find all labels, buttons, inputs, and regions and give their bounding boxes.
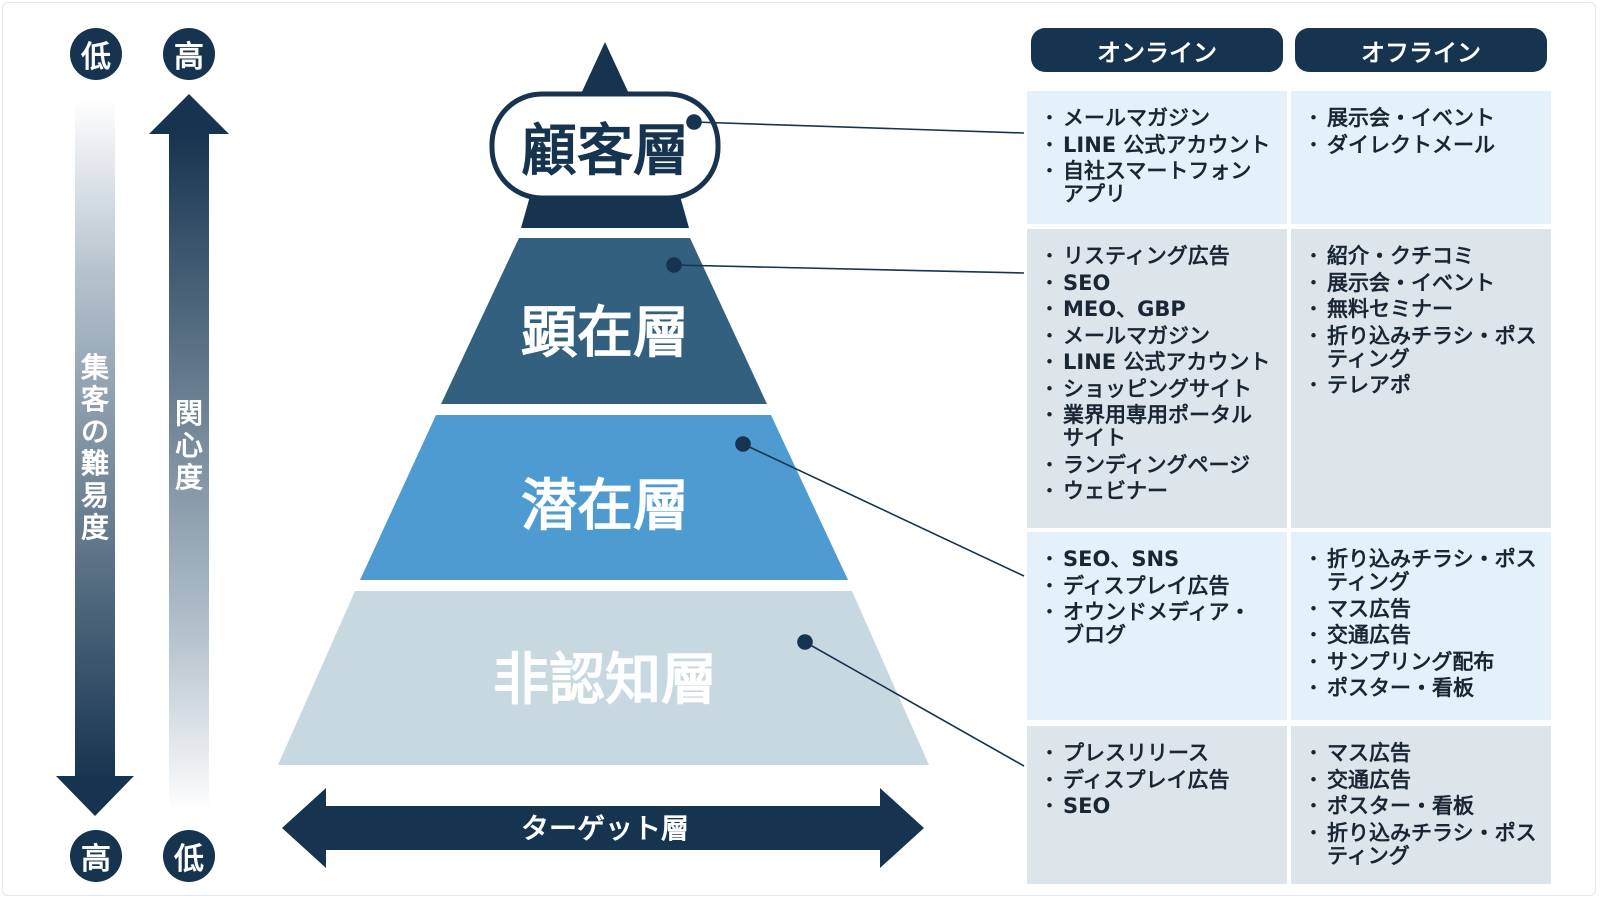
tier-label: 潜在層 bbox=[521, 474, 689, 539]
pyramid bbox=[278, 42, 929, 765]
channel-item: MEO、GBP bbox=[1039, 298, 1275, 322]
interest-top-badge: 高 bbox=[163, 28, 215, 80]
difficulty-top-badge: 低 bbox=[70, 28, 122, 80]
channel-cell-online: SEO、SNSディスプレイ広告オウンドメディア・ ブログ bbox=[1027, 532, 1287, 720]
channel-item: 紹介・クチコミ bbox=[1303, 245, 1539, 269]
channel-item: SEO、SNS bbox=[1039, 548, 1275, 572]
column-header-offline: オフライン bbox=[1295, 28, 1547, 72]
channel-item: 無料セミナー bbox=[1303, 298, 1539, 322]
channel-item: オウンドメディア・ ブログ bbox=[1039, 601, 1275, 647]
tier-customer-pill bbox=[489, 91, 721, 201]
channel-cell-offline: 折り込みチラシ・ポス ティングマス広告交通広告サンプリング配布ポスター・看板 bbox=[1291, 532, 1551, 720]
channel-item: LINE 公式アカウント bbox=[1039, 351, 1275, 375]
tier-label: 顕在層 bbox=[521, 301, 689, 366]
tier-customer-shape bbox=[521, 196, 689, 228]
channel-item: ダイレクトメール bbox=[1303, 133, 1539, 157]
channel-item: ディスプレイ広告 bbox=[1039, 574, 1275, 598]
channel-item: ポスター・看板 bbox=[1303, 677, 1539, 701]
channel-item: 折り込みチラシ・ポス ティング bbox=[1303, 821, 1539, 868]
channel-cell-offline: マス広告交通広告ポスター・看板折り込みチラシ・ポス ティング bbox=[1291, 726, 1551, 884]
interest-arrow bbox=[149, 94, 229, 812]
pyramid-apex bbox=[580, 42, 630, 96]
channel-cell-online: プレスリリースディスプレイ広告 SEO bbox=[1027, 726, 1287, 884]
channel-item: LINE 公式アカウント bbox=[1039, 133, 1275, 157]
channel-cell-online: メールマガジンLINE 公式アカウント自社スマートフォン アプリ bbox=[1027, 91, 1287, 224]
channel-item: リスティング広告 bbox=[1039, 245, 1275, 269]
channel-item: テレアポ bbox=[1303, 374, 1539, 398]
tier-aware-shape bbox=[441, 238, 767, 404]
channel-item: 交通広告 bbox=[1303, 624, 1539, 648]
tier-label: 顧客層 bbox=[521, 119, 689, 184]
target-arrow bbox=[282, 788, 924, 868]
tier-latent-shape bbox=[360, 415, 848, 580]
channel-item: サンプリング配布 bbox=[1303, 650, 1539, 674]
target-label: ターゲット層 bbox=[521, 812, 689, 845]
channel-item: ランディングページ bbox=[1039, 453, 1275, 477]
channel-item: 折り込みチラシ・ポス ティング bbox=[1303, 324, 1539, 371]
channel-item: ディスプレイ広告 bbox=[1039, 768, 1275, 792]
channel-item: メールマガジン bbox=[1039, 107, 1275, 131]
channel-item: ウェビナー bbox=[1039, 480, 1275, 504]
difficulty-label: 集客の難易度 bbox=[80, 351, 109, 544]
channel-item: SEO bbox=[1039, 795, 1275, 819]
channel-item: 自社スマートフォン アプリ bbox=[1039, 160, 1275, 206]
channel-item: 展示会・イベント bbox=[1303, 271, 1539, 295]
channel-item: ポスター・看板 bbox=[1303, 795, 1539, 819]
column-header-online: オンライン bbox=[1031, 28, 1283, 72]
channel-cell-offline: 展示会・イベントダイレクトメール bbox=[1291, 91, 1551, 224]
channel-item: ショッピングサイト bbox=[1039, 377, 1275, 401]
tier-label: 非認知層 bbox=[493, 648, 717, 713]
channel-item: マス広告 bbox=[1303, 597, 1539, 621]
difficulty-arrow bbox=[56, 98, 134, 816]
channel-item: 業界用専用ポータル サイト bbox=[1039, 404, 1275, 450]
difficulty-bottom-badge: 高 bbox=[70, 830, 122, 882]
channel-item: プレスリリース bbox=[1039, 742, 1275, 766]
channel-item: 折り込みチラシ・ポス ティング bbox=[1303, 548, 1539, 594]
channel-item: SEO bbox=[1039, 271, 1275, 295]
channel-item: 交通広告 bbox=[1303, 768, 1539, 792]
channel-cell-offline: 紹介・クチコミ展示会・イベント無料セミナー折り込みチラシ・ポス ティングテレアポ bbox=[1291, 229, 1551, 528]
tier-unaware-shape bbox=[278, 591, 929, 765]
interest-label: 関心度 bbox=[174, 397, 203, 494]
interest-bottom-badge: 低 bbox=[163, 830, 215, 882]
channel-item: マス広告 bbox=[1303, 742, 1539, 766]
channel-item: 展示会・イベント bbox=[1303, 107, 1539, 131]
channel-item: メールマガジン bbox=[1039, 324, 1275, 348]
channel-cell-online: リスティング広告SEO MEO、GBPメールマガジン LINE 公式アカウントショッ… bbox=[1027, 229, 1287, 528]
connectors bbox=[666, 114, 1025, 767]
